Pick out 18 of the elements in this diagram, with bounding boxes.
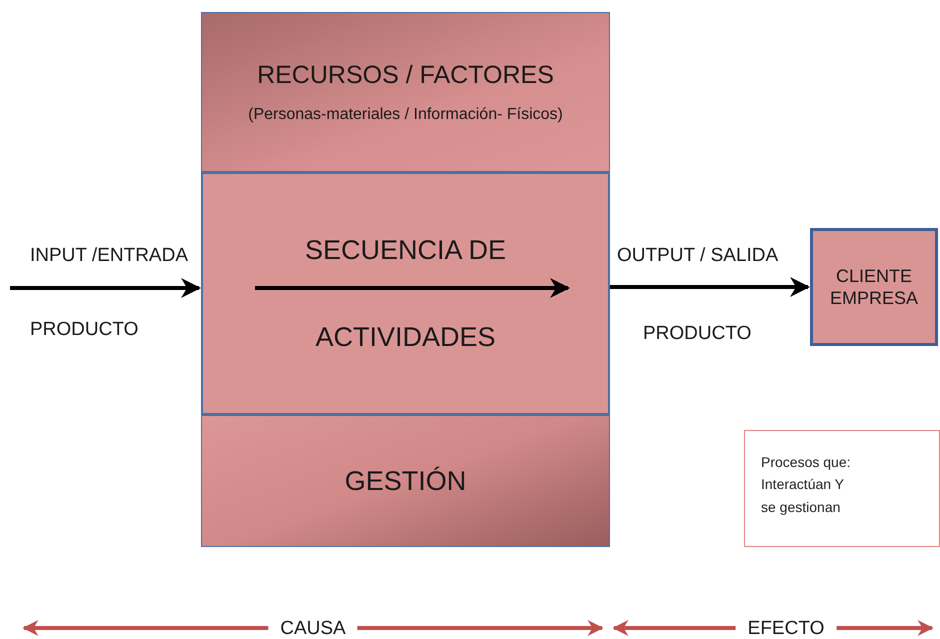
flow-label: INPUT /ENTRADA xyxy=(30,244,188,268)
box-heading: ACTIVIDADES xyxy=(315,320,496,354)
process-box xyxy=(201,172,610,415)
client-box xyxy=(810,228,938,346)
node-label: CLIENTE EMPRESA xyxy=(828,264,920,310)
note-text: Procesos que: Interactúan Y se gestionan xyxy=(761,453,852,517)
band-heading: RECURSOS / FACTORES xyxy=(257,60,554,92)
arrow xyxy=(610,277,810,297)
band-heading: GESTIÓN xyxy=(344,464,466,498)
box-heading: SECUENCIA DE xyxy=(304,234,506,267)
process-band xyxy=(201,415,610,547)
process-band xyxy=(201,12,610,172)
flow-label: OUTPUT / SALIDA xyxy=(617,244,778,268)
flow-label: PRODUCTO xyxy=(643,322,752,346)
arrow xyxy=(10,278,201,298)
note-box xyxy=(744,430,940,547)
band-subtitle: (Personas-materiales / Información- Físicos) xyxy=(248,104,563,125)
flow-label: PRODUCTO xyxy=(30,318,138,342)
